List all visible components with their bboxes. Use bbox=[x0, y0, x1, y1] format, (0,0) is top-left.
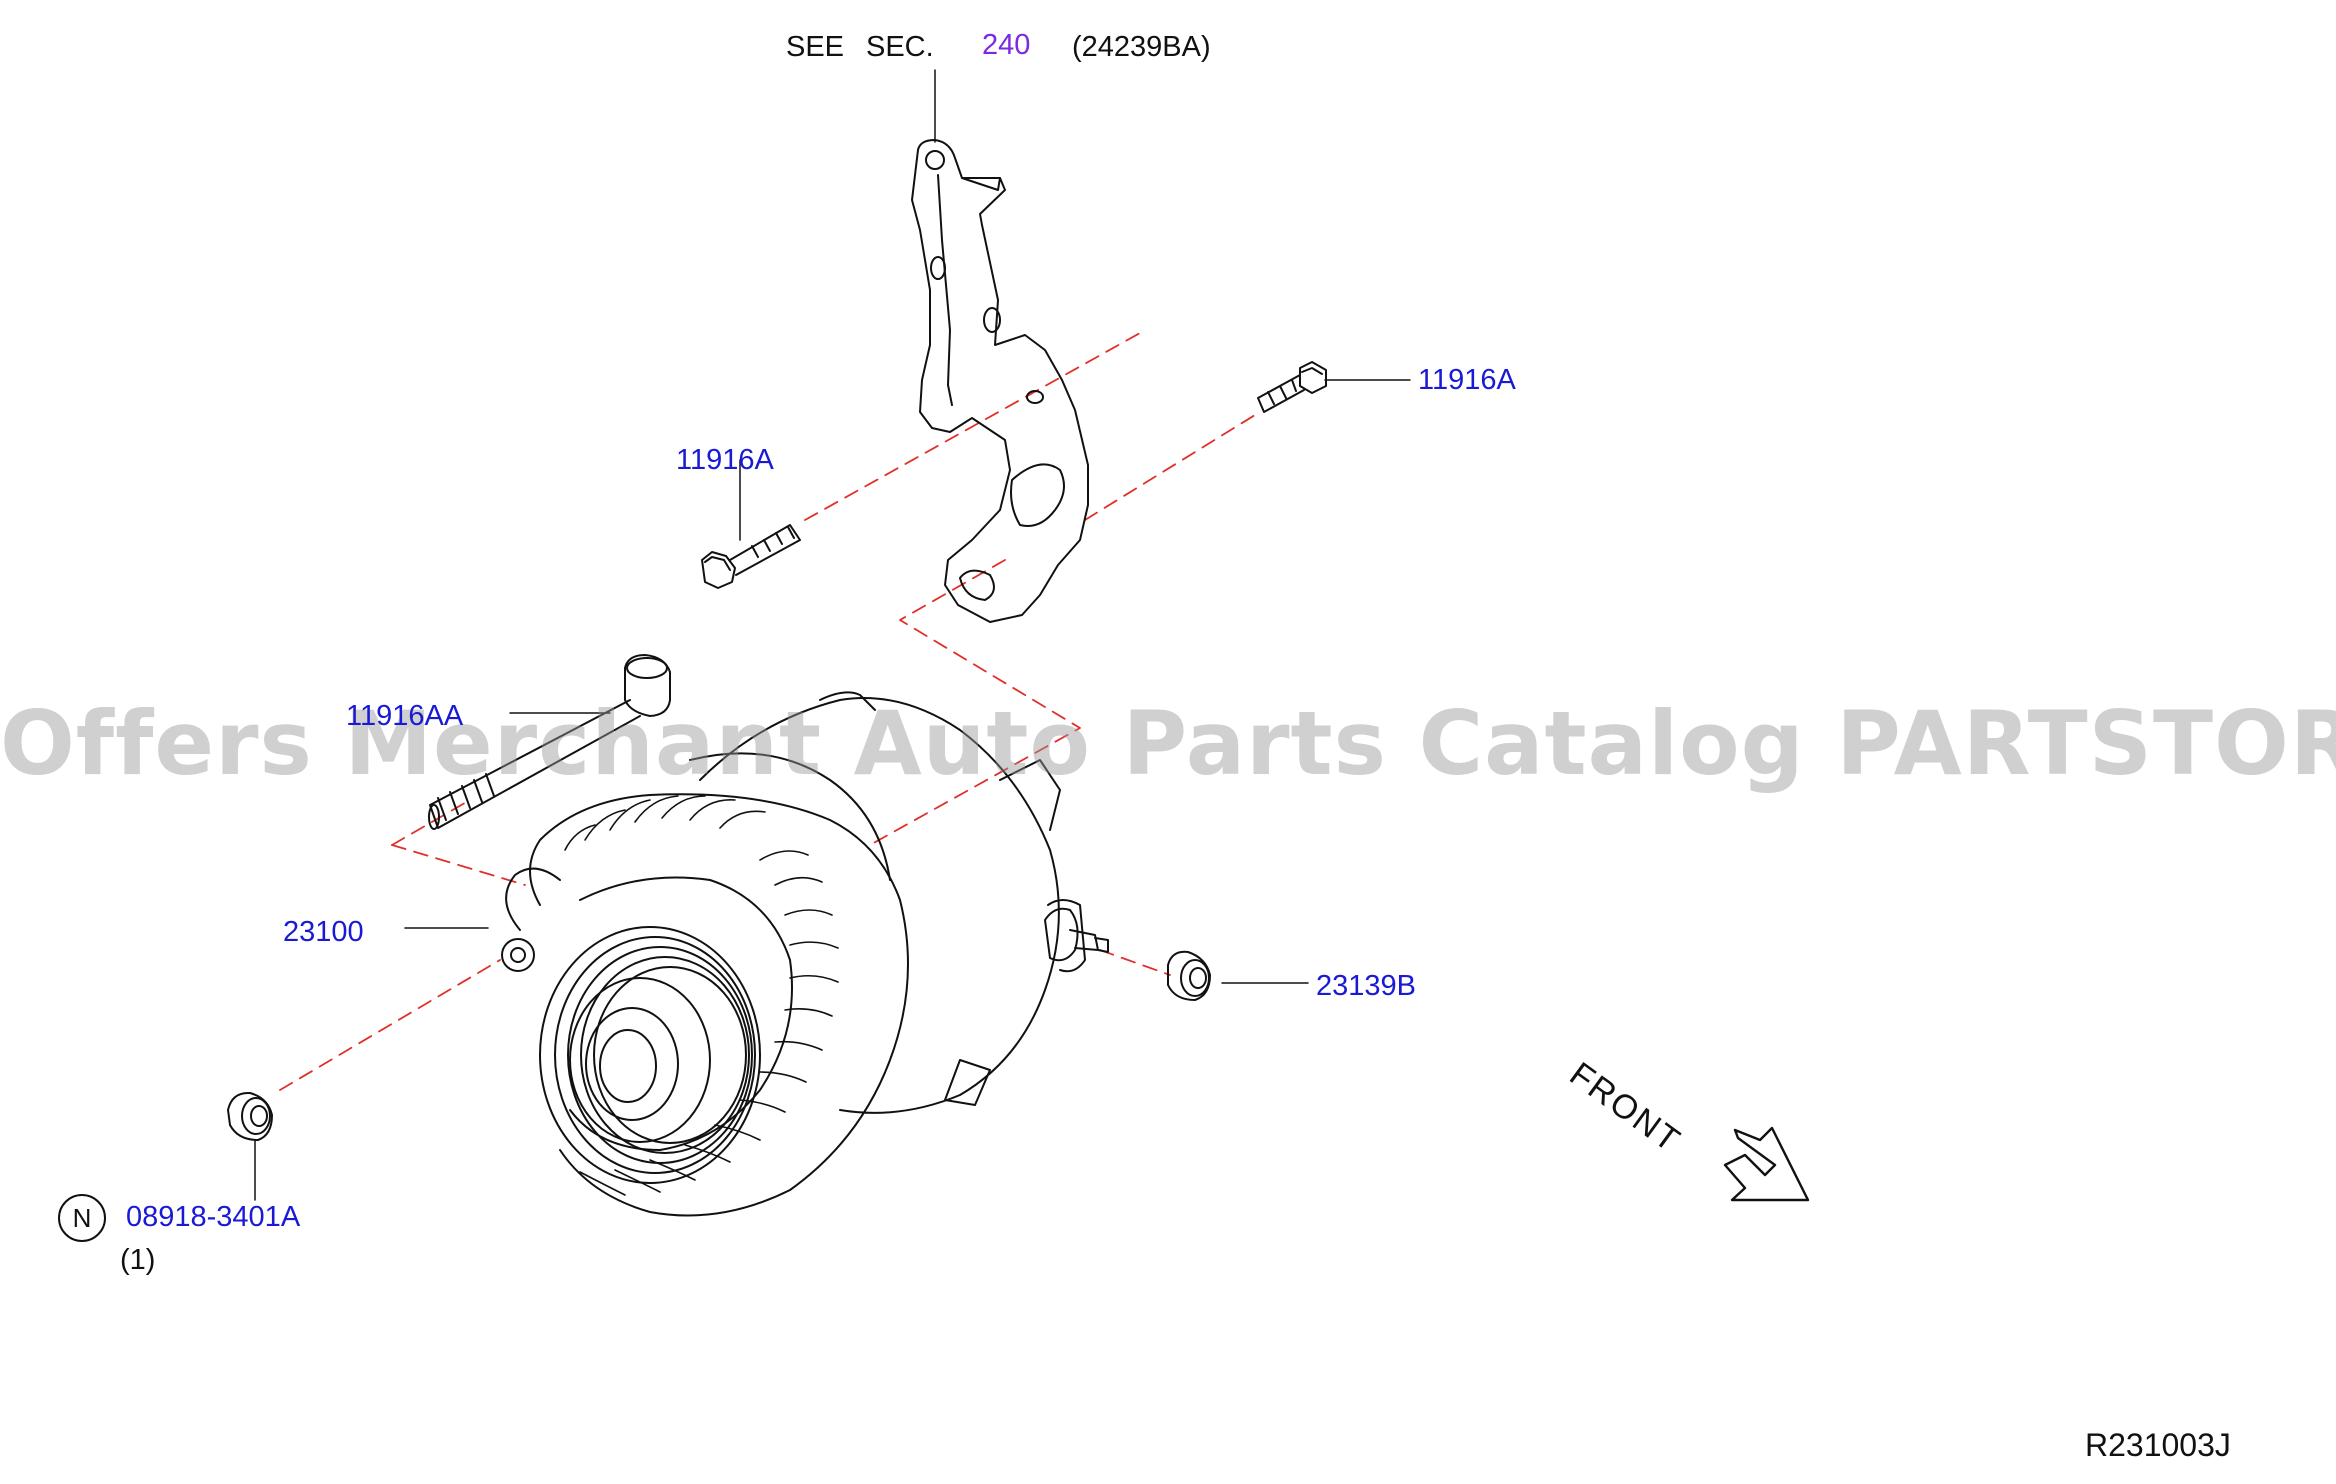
dashed-install-lines bbox=[279, 332, 1256, 1091]
cooling-fins bbox=[564, 795, 839, 1196]
terminal-stud bbox=[1044, 907, 1109, 962]
section-ref: (24239BA) bbox=[1072, 31, 1211, 63]
new-part-symbol: N bbox=[58, 1194, 106, 1242]
part-label-23139b[interactable]: 23139B bbox=[1316, 970, 1416, 1002]
part-quantity: (1) bbox=[120, 1244, 156, 1276]
part-label-11916a-left[interactable]: 11916A bbox=[676, 444, 774, 476]
pulley bbox=[539, 926, 761, 1184]
leader-lines bbox=[254, 69, 1411, 1201]
nut-terminal bbox=[1167, 950, 1211, 1001]
long-bolt bbox=[428, 654, 671, 830]
nut-lower bbox=[227, 1091, 273, 1141]
part-label-23100[interactable]: 23100 bbox=[283, 916, 364, 948]
alternator bbox=[501, 691, 1109, 1217]
section-link-240[interactable]: 240 bbox=[982, 29, 1031, 61]
part-label-08918-3401a[interactable]: 08918-3401A bbox=[126, 1201, 301, 1233]
bolt-upper-left bbox=[701, 524, 801, 589]
bolt-upper-right bbox=[1257, 361, 1327, 413]
part-label-11916a-right[interactable]: 11916A bbox=[1418, 364, 1516, 396]
part-label-11916aa[interactable]: 11916AA bbox=[346, 700, 464, 732]
diagram-code: R231003J bbox=[2085, 1427, 2231, 1463]
watermark: Offers Merchant Auto Parts Catalog PARTS… bbox=[0, 692, 2336, 795]
see-label: SEE bbox=[786, 31, 845, 63]
sec-label: SEC. bbox=[866, 31, 934, 63]
front-arrow-icon bbox=[1723, 1126, 1810, 1202]
bracket bbox=[911, 139, 1089, 623]
